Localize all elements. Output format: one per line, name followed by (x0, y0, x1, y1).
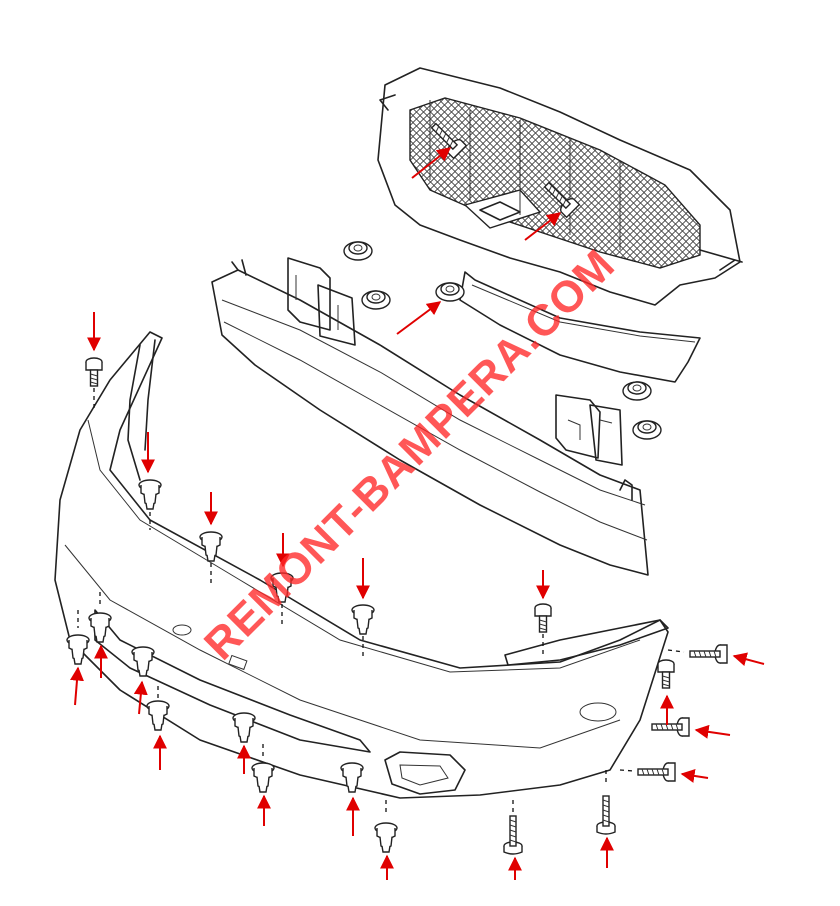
grille (377, 67, 743, 306)
push-clip-icon (131, 646, 155, 677)
push-clip-icon (138, 479, 162, 510)
screw-icon (637, 762, 676, 782)
push-clip-icon (340, 762, 364, 793)
screw-icon (596, 795, 616, 835)
push-clip-icon (251, 762, 275, 793)
pointer-arrows (70, 147, 765, 880)
mounting-bracket-left (287, 257, 356, 346)
nut-icon (361, 290, 391, 310)
nut-icon (343, 241, 373, 261)
upper-trim-strip (459, 271, 701, 383)
nut-icon (632, 420, 662, 440)
mounting-bracket-right (555, 394, 623, 466)
bolt-icon (85, 357, 103, 387)
nut-icon (622, 381, 652, 401)
nut-icon (435, 282, 465, 302)
screw-icon (503, 815, 523, 855)
push-clip-icon (146, 700, 170, 731)
push-clip-icon (374, 822, 398, 853)
push-clip-icon (88, 612, 112, 643)
bolt-icon (657, 659, 675, 689)
screw-icon (651, 717, 690, 737)
push-clip-icon (66, 634, 90, 665)
push-clip-icon (232, 712, 256, 743)
push-clip-icon (351, 604, 375, 635)
bolt-icon (534, 603, 552, 633)
bumper-cover (54, 331, 669, 799)
watermark-text: REMONT-BAMPERA.COM (195, 240, 624, 669)
screw-icon (689, 644, 728, 664)
